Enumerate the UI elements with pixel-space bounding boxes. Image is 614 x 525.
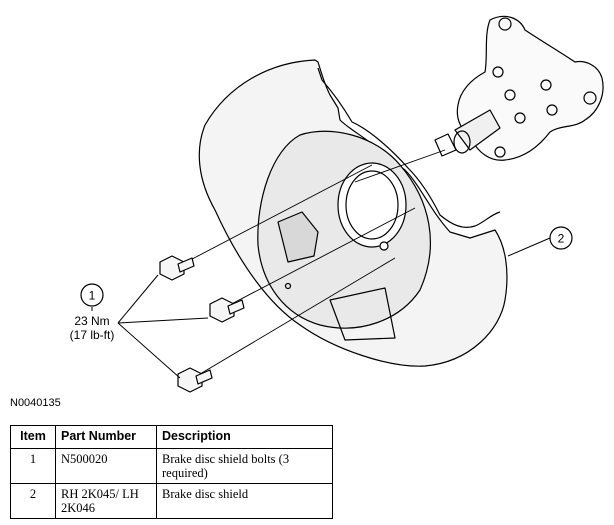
cell-description: Brake disc shield <box>156 483 333 519</box>
cell-description: Brake disc shield bolts (3 required) <box>156 448 333 484</box>
figure-id: N0040135 <box>10 397 61 409</box>
table-row: 1 N500020 Brake disc shield bolts (3 req… <box>10 448 333 484</box>
callout-1-torque-imperial: (17 lb-ft) <box>70 328 115 342</box>
cell-item: 1 <box>10 448 56 484</box>
header-part-number: Part Number <box>55 425 157 449</box>
shield-bolt <box>177 367 213 393</box>
callout-2-number: 2 <box>558 232 565 246</box>
callout-2-circle <box>549 226 573 250</box>
callout-1-torque-metric: 23 Nm <box>74 314 109 328</box>
table-header-row: Item Part Number Description <box>10 425 333 449</box>
cell-item: 2 <box>10 483 56 519</box>
cell-description-line: Brake disc shield bolts (3 <box>162 452 290 466</box>
shield-bolt <box>209 297 245 323</box>
cell-part-number: RH 2K045/ LH 2K046 <box>55 483 157 519</box>
cell-part-number-line: 2K046 <box>61 501 96 515</box>
header-item: Item <box>10 425 56 449</box>
cell-part-number-line: RH 2K045/ LH <box>61 487 139 501</box>
callout-1-number: 1 <box>89 289 96 303</box>
parts-table: Item Part Number Description 1 N500020 B… <box>10 425 333 519</box>
brake-shield-exploded-illustration: 1 23 Nm (17 lb-ft) 2 <box>70 15 604 393</box>
cell-part-number: N500020 <box>55 448 157 484</box>
cell-description-line: required) <box>162 466 208 480</box>
header-description: Description <box>156 425 333 449</box>
table-row: 2 RH 2K045/ LH 2K046 Brake disc shield <box>10 483 333 519</box>
callout-1-circle <box>80 283 104 307</box>
shield-bolt <box>159 255 195 281</box>
